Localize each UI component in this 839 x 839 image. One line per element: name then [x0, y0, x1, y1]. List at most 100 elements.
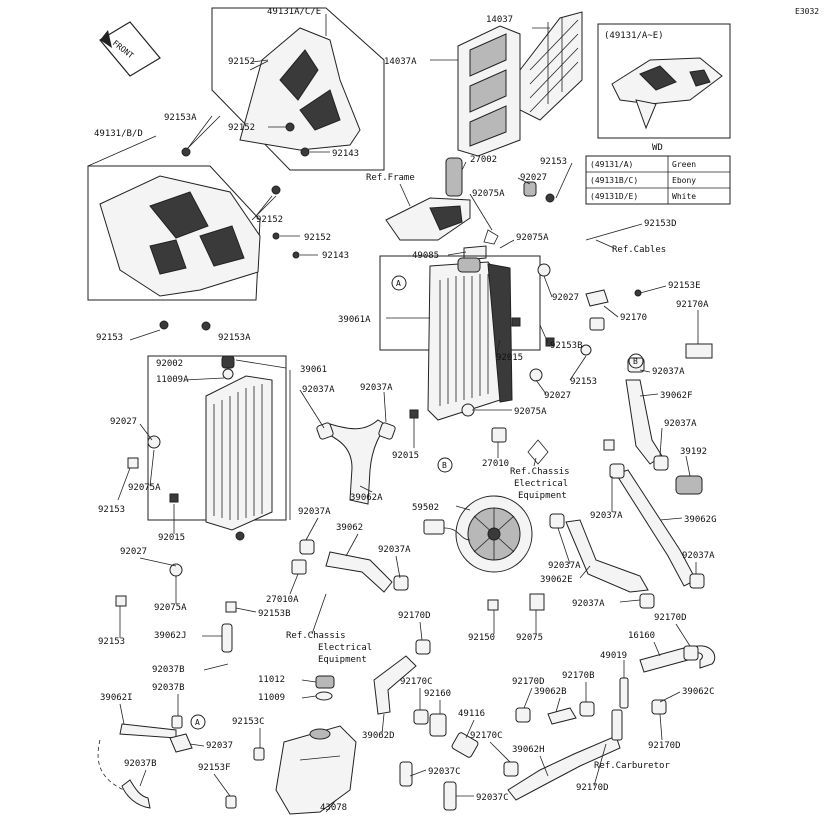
part-number: 92153B: [550, 341, 583, 351]
part-number: 92160: [424, 689, 451, 699]
part-number: 92037A: [652, 367, 685, 377]
inset-title: (49131/A~E): [604, 31, 664, 41]
ref-chassis-label: Electrical: [318, 643, 372, 653]
ref-chassis-label: Electrical: [514, 479, 568, 489]
part-number: 92037A: [664, 419, 697, 429]
hose-39062H: [507, 735, 621, 801]
damper-92160: [429, 713, 447, 737]
svg-text:A: A: [195, 718, 200, 727]
hose-39062B: [547, 707, 577, 725]
part-number: 92143: [332, 149, 359, 159]
hose-39062J: [221, 623, 233, 653]
part-number: 49131/B/D: [94, 129, 143, 139]
part-number: 92153A: [218, 333, 251, 343]
ref-frame-label: Ref.Frame: [366, 173, 415, 183]
part-number: 49085: [412, 251, 439, 261]
part-number: 92037B: [152, 665, 185, 675]
part-number: 92152: [304, 233, 331, 243]
part-number: 92170D: [576, 783, 609, 793]
part-number: 27010: [482, 459, 509, 469]
radiator-guard-right: [519, 11, 583, 121]
part-number: 92015: [158, 533, 185, 543]
color-table: WD (49131/A) Green (49131B/C) Ebony (491…: [585, 143, 731, 205]
part-number: 49131A/C/E: [267, 7, 321, 17]
part-number: 39062J: [154, 631, 187, 641]
part-number: 92075: [516, 633, 543, 643]
part-number: 92153E: [668, 281, 701, 291]
tank-43078: [275, 725, 357, 815]
part-number: 92037A: [548, 561, 581, 571]
left-shroud-group: [87, 115, 318, 331]
part-number: 92153: [540, 157, 567, 167]
part-number: 39062B: [534, 687, 567, 697]
part-number: 92037B: [124, 759, 157, 769]
part-number: 92153A: [164, 113, 197, 123]
front-arrow-icon: FRONT: [99, 21, 161, 77]
part-number: 92170: [620, 313, 647, 323]
color-code: (49131D/E): [590, 192, 638, 201]
part-number: 92037C: [428, 767, 461, 777]
part-number: 39062E: [540, 575, 573, 585]
hose-39062E: [565, 519, 649, 593]
leader-lines: [87, 60, 699, 813]
color-code: (49131B/C): [590, 176, 638, 185]
part-number: 92153D: [644, 219, 677, 229]
color-name: White: [672, 192, 696, 201]
part-number: 39062C: [682, 687, 715, 697]
part-number: 92015: [392, 451, 419, 461]
callout-b-upper: B: [437, 457, 453, 473]
part-number: 92027: [520, 173, 547, 183]
part-number: 92075A: [516, 233, 549, 243]
part-number: 92037A: [682, 551, 715, 561]
callout-a-lower: A: [190, 714, 206, 730]
sensor-27010: [491, 427, 507, 443]
part-number: 92037A: [590, 511, 623, 521]
part-number: 92027: [110, 417, 137, 427]
part-number: 92170D: [648, 741, 681, 751]
part-number: 92027: [552, 293, 579, 303]
part-number: 16160: [628, 631, 655, 641]
part-number: 92015: [496, 353, 523, 363]
part-number: 14037: [486, 15, 513, 25]
svg-text:B: B: [633, 357, 638, 366]
part-labels: 49131A/C/E 14037 14037A 92152 92152 9214…: [94, 7, 717, 813]
part-number: 92170A: [676, 300, 709, 310]
part-number: 92153: [98, 637, 125, 647]
part-number: 92170D: [654, 613, 687, 623]
part-number: 11009: [258, 693, 285, 703]
ref-cables-label: Ref.Cables: [612, 245, 666, 255]
part-number: 92075A: [128, 483, 161, 493]
part-number: 14037A: [384, 57, 417, 67]
ref-chassis-label: Equipment: [318, 655, 367, 665]
part-number: 49019: [600, 651, 627, 661]
ref-chassis-label: Ref.Chassis: [510, 467, 570, 477]
hose-39062I: [119, 723, 177, 739]
color-name: Green: [672, 160, 696, 169]
part-number: 92037A: [572, 599, 605, 609]
cap-11012: [315, 675, 335, 689]
right-shroud-group: [211, 7, 385, 171]
svg-text:B: B: [442, 461, 447, 470]
gasket-11009: [315, 691, 333, 701]
part-number: 27010A: [266, 595, 299, 605]
part-number: 27002: [470, 155, 497, 165]
part-number: 92170B: [562, 671, 595, 681]
hose-39062D: [373, 655, 417, 715]
hose-39062F: [625, 379, 663, 465]
frame-bracket: [385, 157, 537, 261]
part-number: 39062G: [684, 515, 717, 525]
part-number: 59502: [412, 503, 439, 513]
part-number: 92152: [228, 57, 255, 67]
part-number: 92153: [96, 333, 123, 343]
clip-92075: [529, 593, 545, 611]
part-number: 92170D: [512, 677, 545, 687]
part-number: 92153: [98, 505, 125, 515]
tee-fitting: [611, 709, 623, 741]
ref-chassis-label: Ref.Chassis: [286, 631, 346, 641]
part-number: 92153B: [258, 609, 291, 619]
part-number: 49116: [458, 709, 485, 719]
part-number: 39061: [300, 365, 327, 375]
color-name: Ebony: [672, 176, 696, 185]
part-number: 92037B: [152, 683, 185, 693]
cooling-fan: [423, 495, 545, 611]
